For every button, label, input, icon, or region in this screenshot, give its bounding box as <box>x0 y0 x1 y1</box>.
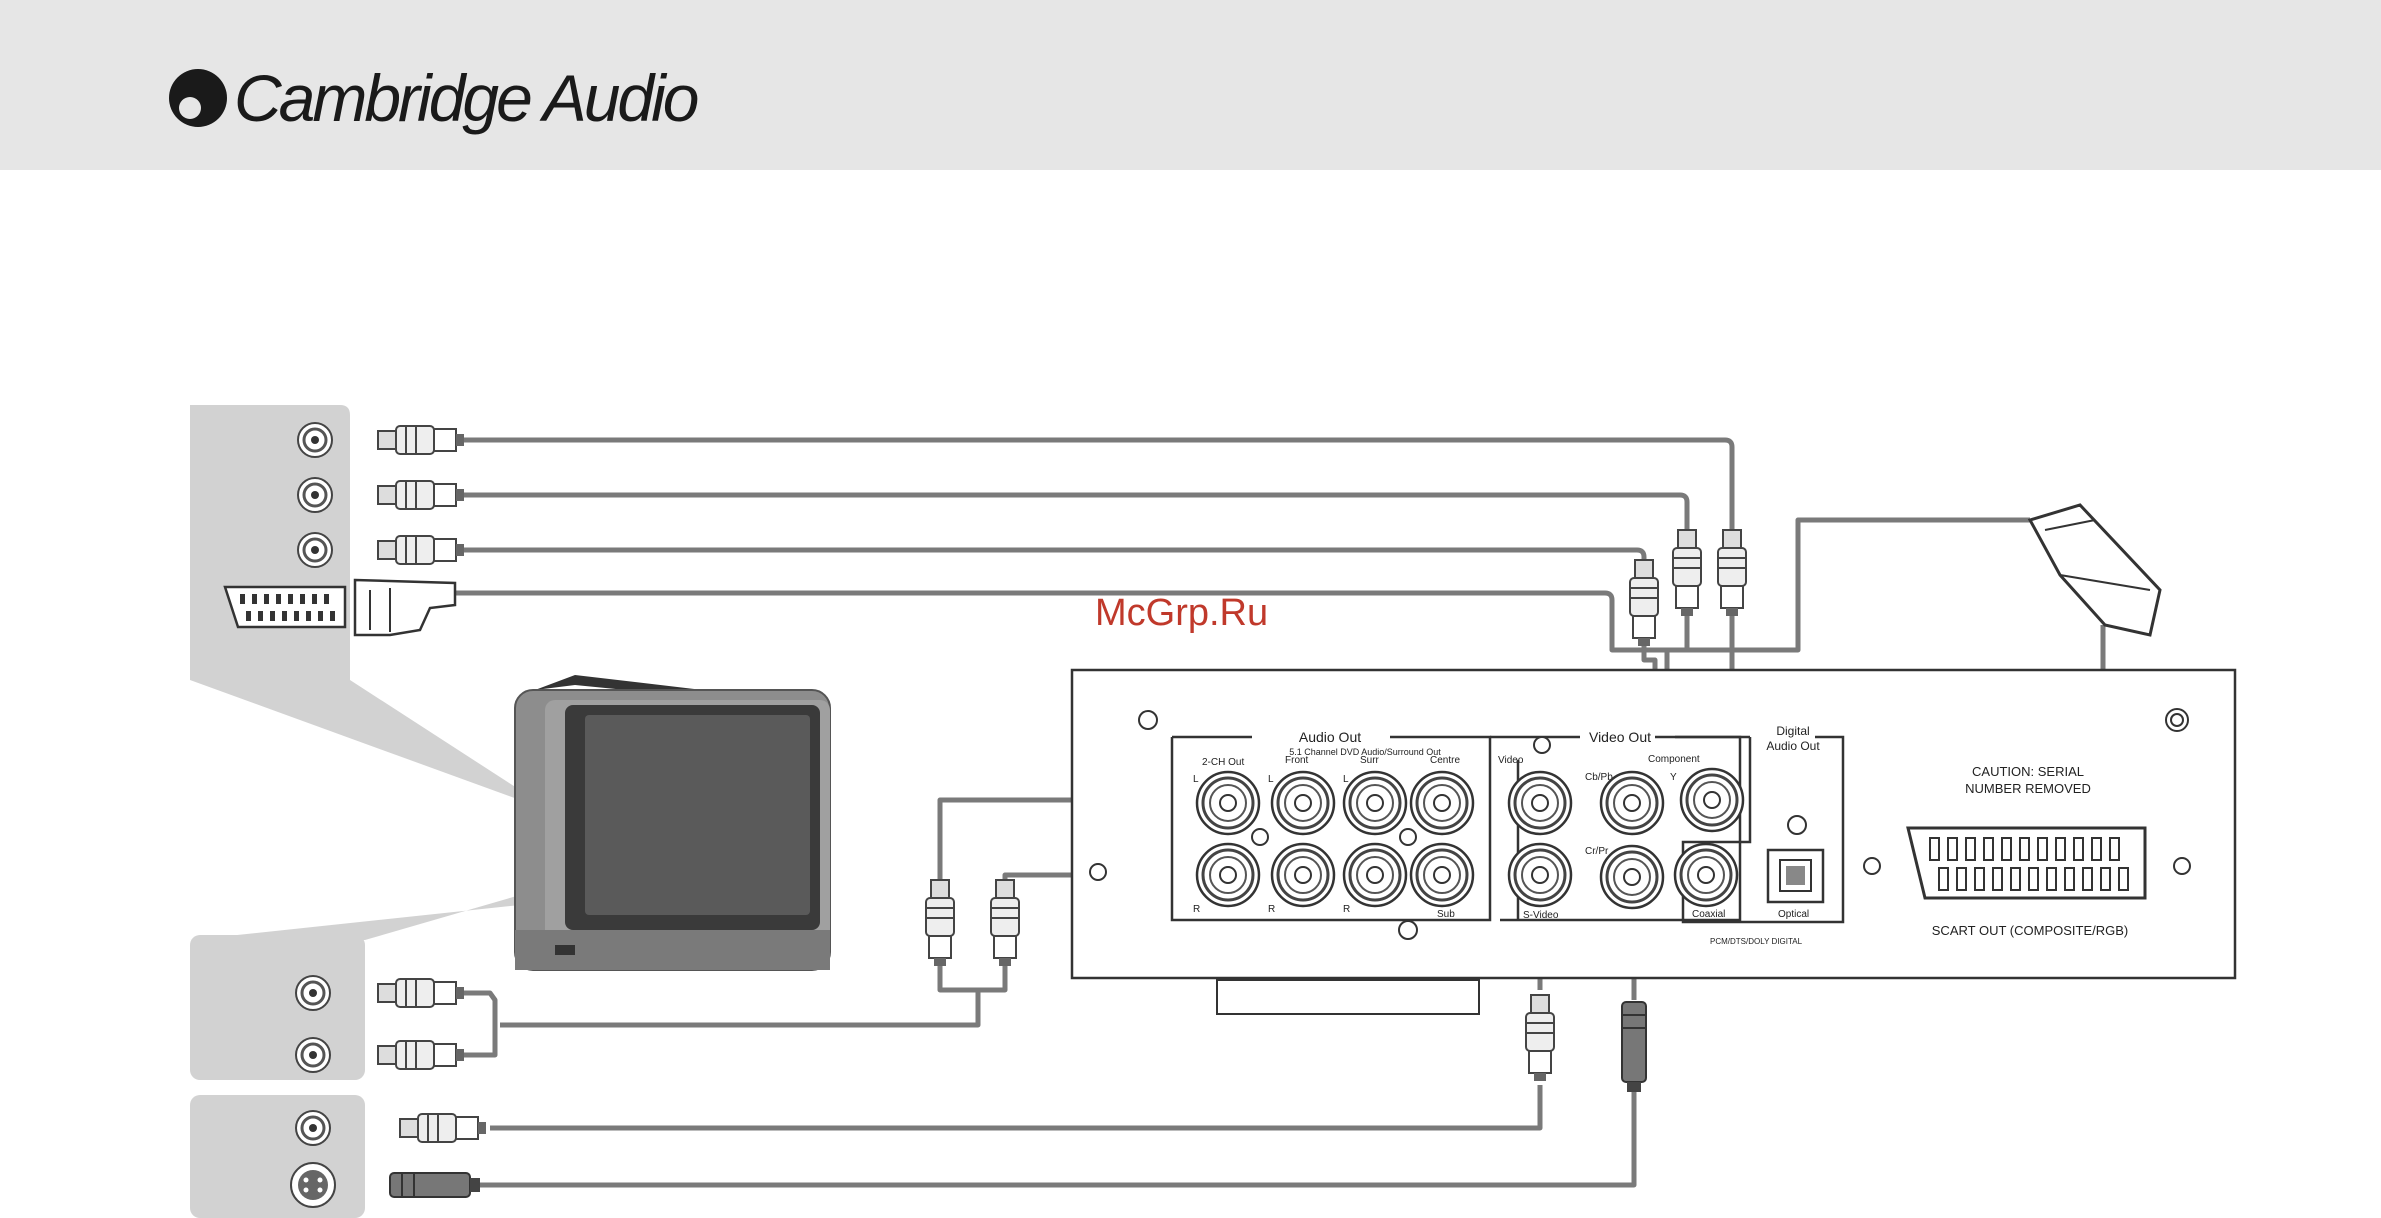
plug-player-pr <box>1630 560 1658 646</box>
cable-component-pr <box>460 550 1644 565</box>
plug-player-pb <box>1673 530 1701 616</box>
plug-audio-l <box>378 979 464 1007</box>
player-rear-panel: Audio Out 5.1 Channel DVD Audio/Surround… <box>1072 670 2235 1014</box>
cable-component-y <box>460 440 1732 560</box>
tv-socket-video <box>296 1111 330 1145</box>
label-coaxial: Coaxial <box>1692 909 1725 920</box>
jack-2ch-l <box>1197 772 1259 834</box>
label-l-2ch: L <box>1193 774 1199 785</box>
label-component: Component <box>1648 754 1700 765</box>
plug-player-svideo <box>1622 1002 1646 1092</box>
plug-player-audio-r <box>991 880 1019 966</box>
jack-2ch-r <box>1197 844 1259 906</box>
tv-socket-component-pb <box>298 478 332 512</box>
watermark: McGrp.Ru <box>1095 592 1268 634</box>
tv-input-panel-audio <box>190 935 365 1080</box>
jack-surr-l <box>1344 772 1406 834</box>
label-sub: Sub <box>1437 909 1455 920</box>
jack-cr-pr <box>1601 846 1663 908</box>
label-r-surr: R <box>1343 904 1350 915</box>
jack-svideo <box>1509 844 1571 906</box>
tv-socket-component-pr <box>298 533 332 567</box>
jack-surr-r <box>1344 844 1406 906</box>
plug-component-pr <box>378 536 464 564</box>
plug-player-video <box>1526 995 1554 1081</box>
plug-component-pb <box>378 481 464 509</box>
label-digital-1: Digital <box>1776 724 1809 738</box>
label-2ch-out: 2-CH Out <box>1202 757 1244 768</box>
plug-player-audio-l <box>926 880 954 966</box>
label-surr: Surr <box>1360 755 1380 766</box>
tv-socket-component-y <box>298 423 332 457</box>
jack-centre <box>1411 772 1473 834</box>
jack-coaxial <box>1675 844 1737 906</box>
label-r-2ch: R <box>1193 904 1200 915</box>
label-l-surr: L <box>1343 774 1349 785</box>
caution-line-2: NUMBER REMOVED <box>1965 781 2091 796</box>
tv-input-panel-video <box>190 1095 365 1218</box>
jack-front-l <box>1272 772 1334 834</box>
label-svideo: S-Video <box>1523 910 1559 921</box>
tv-panel-wedge <box>190 895 520 940</box>
jack-sub <box>1411 844 1473 906</box>
label-cr-pr: Cr/Pr <box>1585 846 1609 857</box>
label-optical: Optical <box>1778 909 1809 920</box>
plug-scart-tv <box>355 580 455 635</box>
jack-cb-pb <box>1601 772 1663 834</box>
tv-socket-audio-r <box>296 1038 330 1072</box>
label-front: Front <box>1285 755 1309 766</box>
label-video: Video <box>1498 755 1524 766</box>
jack-front-r <box>1272 844 1334 906</box>
label-y: Y <box>1670 772 1677 783</box>
label-audio-out: Audio Out <box>1299 729 1361 745</box>
label-digital-formats: PCM/DTS/DOLY DIGITAL <box>1710 937 1803 946</box>
label-centre: Centre <box>1430 755 1460 766</box>
label-r-front: R <box>1268 904 1275 915</box>
label-video-out: Video Out <box>1589 729 1651 745</box>
scart-out-socket <box>1908 828 2145 898</box>
caution-line-1: CAUTION: SERIAL <box>1972 764 2084 779</box>
tv-socket-svideo <box>291 1163 335 1207</box>
tv-socket-audio-l <box>296 976 330 1010</box>
television <box>515 675 830 970</box>
label-l-front: L <box>1268 774 1274 785</box>
plug-component-y <box>378 426 464 454</box>
panel-screw-icon <box>2166 709 2188 731</box>
jack-optical <box>1768 850 1823 902</box>
plug-video <box>400 1114 486 1142</box>
jack-video <box>1509 772 1571 834</box>
label-scart-out: SCART OUT (COMPOSITE/RGB) <box>1932 923 2128 938</box>
jack-y <box>1681 769 1743 831</box>
tv-scart-socket <box>225 587 345 627</box>
plug-svideo <box>390 1173 480 1197</box>
plug-audio-r <box>378 1041 464 1069</box>
plug-player-y <box>1718 530 1746 616</box>
label-digital-2: Audio Out <box>1766 739 1820 753</box>
plug-scart-player <box>2030 505 2160 635</box>
